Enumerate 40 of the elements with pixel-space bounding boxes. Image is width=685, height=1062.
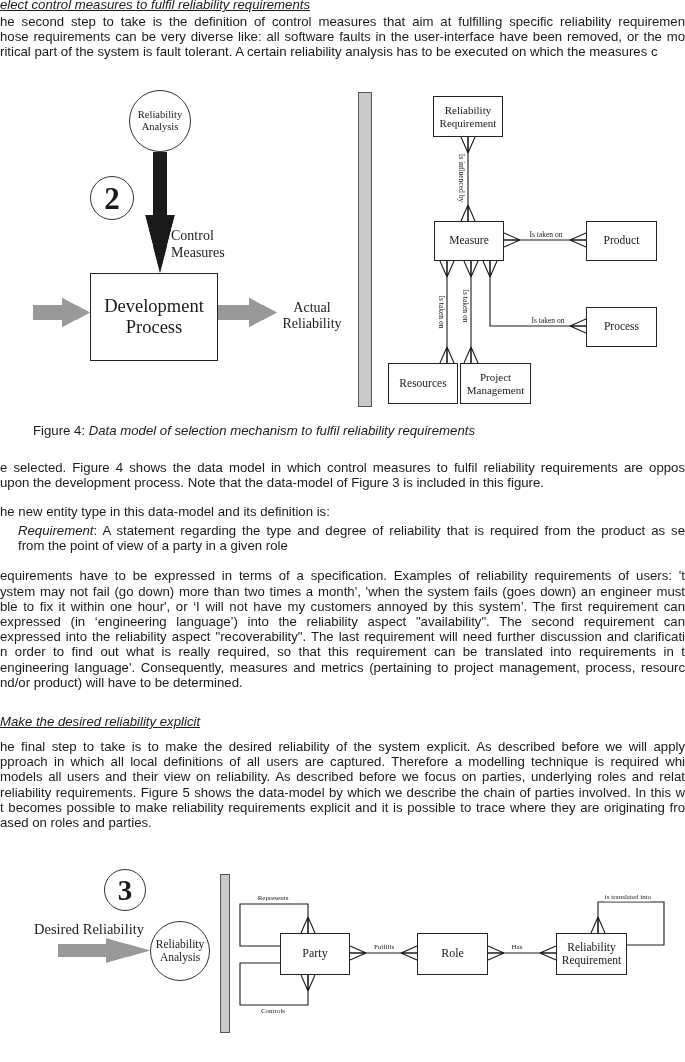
edge-label: Desired Reliability	[34, 922, 144, 938]
relationship-line	[439, 260, 455, 364]
step-number-circle: 2	[90, 176, 134, 220]
body-paragraph: equirements have to be expressed in terms of a specification. Examples of reliability requirements of users: 't ystem may not fail (go down) more than two times a month', 'when the system fails (goes down) an engineer must ble to fix it within one hour', or ‘I will not have my customers annoyed by this system’. The first requirement can expressed (in ‘engineering language’) into the reliability aspect "availability". The second requirement can expressed into the reliability aspect "recoverability". The last requirement will need further discussion and clarificati n order to find out what is really required, so that this requirement can be translated into requirements in t engineering language'. Consequently, measures and metrics (pertaining to project management, process, resourc nd/or product) will have to be determined.	[0, 568, 685, 690]
output-text: Actual Reliability	[277, 298, 347, 334]
divider-bar	[220, 874, 230, 1033]
divider-bar	[358, 92, 372, 407]
relationship-line	[463, 260, 479, 364]
body-paragraph: he new entity type in this data-model and its definition is:	[0, 503, 331, 519]
relationship-line	[239, 903, 316, 947]
entity-box: Measure	[434, 221, 504, 261]
entity-box: Reliability Requirement	[556, 933, 627, 975]
relationship-line	[460, 136, 476, 222]
section-heading: Make the desired reliability explicit	[0, 714, 202, 730]
definition-paragraph: Requirement: A statement regarding the type and degree of reliability that is required from the product as se from the point of view of a party in a given role	[18, 522, 685, 554]
entity-box: Role	[417, 933, 488, 975]
entity-box: Resources	[388, 363, 458, 404]
block-arrow	[33, 297, 90, 328]
body-paragraph: e selected. Figure 4 shows the data model in which control measures to fulfil reliability requirements are oppos upon the development process. Note that the data-model of Figure 3 is included in this figure.	[0, 459, 685, 491]
relationship-line	[239, 962, 316, 1006]
relationship-line	[349, 945, 418, 961]
analysis-circle: Reliability Analysis	[150, 921, 210, 981]
relationship-line	[487, 945, 557, 961]
analysis-circle: Reliability Analysis	[129, 90, 191, 152]
body-paragraph: he final step to take is to make the desired reliability of the system explicit. As described before we will apply pproach in which all local definitions of all users are captured. Therefore a modelling technique is required whi models all users and their view on reliability. As described before we focus on parties, underlying roles and relat reliability requirements. Figure 5 shows the data-model by which we describe the chain of parties involved. In this w t becomes possible to make reliability requirements explicit and it is possible to trace where they are originating fro ased on roles and parties.	[0, 738, 685, 831]
entity-box: Product	[586, 221, 657, 261]
relationship-line	[482, 260, 587, 334]
figure-caption: Figure 4: Data model of selection mechanism to fulfil reliability requirements	[33, 422, 475, 438]
relationship-line	[503, 232, 587, 248]
entity-box: Party	[280, 933, 350, 975]
relationship-line	[590, 901, 665, 946]
block-arrow	[58, 938, 150, 963]
entity-box: Process	[586, 307, 657, 347]
process-box: Development Process	[90, 273, 218, 361]
entity-box: Project Management	[460, 363, 531, 404]
block-arrow	[218, 297, 277, 328]
body-paragraph: he second step to take is the definition of control measures that aim at fulfilling specific reliability requiremen hose requirements can be very diverse like: all software faults in the user-interface have been removed, or the mo ritical part of the system is fault tolerant. A certain reliability analysis has to be executed on which the measures c	[0, 13, 685, 60]
step-number-circle: 3	[104, 869, 146, 911]
section-heading: elect control measures to fulfil reliability requirements	[0, 0, 312, 13]
entity-box: Reliability Requirement	[433, 96, 503, 137]
